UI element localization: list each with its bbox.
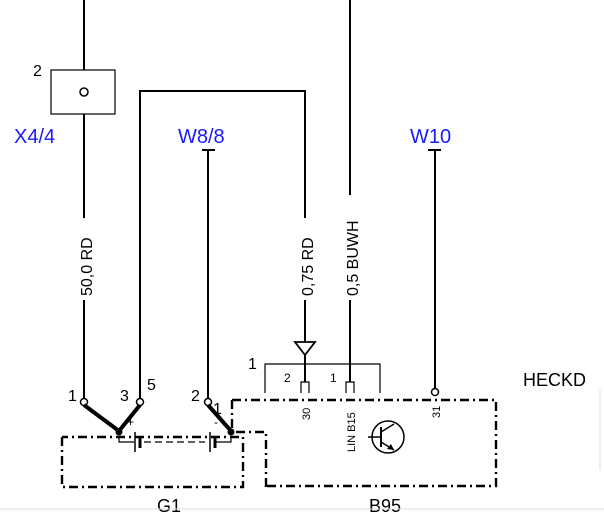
- g1-pin5-label: 5: [147, 377, 156, 394]
- connector-w8-label: W8/8: [178, 126, 225, 148]
- b95-term-30: 30: [301, 408, 313, 420]
- g1-pin5-terminal: [135, 397, 145, 407]
- connector-x4-label: X4/4: [14, 126, 55, 148]
- g1-pin1b-label: 1: [213, 401, 222, 418]
- b95-outline: [232, 398, 498, 488]
- g1-pin3-label: 3: [120, 388, 129, 405]
- heckd-label: HECKD: [523, 370, 586, 390]
- wire-075rd-label: 0,75 RD: [300, 237, 317, 296]
- g1-switch-arm-2: [206, 403, 233, 433]
- wire-50rd-label: 50,0 RD: [79, 237, 96, 296]
- b95-name: B95: [369, 496, 401, 513]
- g1-switch-pivot-2: [227, 428, 235, 436]
- g1-switch-arm-right: [117, 403, 142, 433]
- b95-term-lin: LIN B15: [346, 412, 358, 452]
- b95-socket-b-icon: [345, 381, 355, 393]
- b95-pin-a-label: 2: [284, 371, 291, 385]
- g1-pin2-label: 2: [191, 388, 200, 405]
- b95-pin31-terminal: [430, 387, 440, 397]
- connector-x4-terminal: [79, 87, 89, 97]
- ground-arrow-icon: [293, 341, 317, 357]
- g1-switch-pivot: [115, 428, 123, 436]
- g1-pin1-label: 1: [68, 388, 77, 405]
- b95-term-31: 31: [431, 406, 443, 418]
- b95-pin1-label: 1: [248, 356, 257, 373]
- transistor-icon: [368, 420, 405, 454]
- battery-minus-sign: -: [214, 415, 218, 429]
- wire-loop-075rd: [139, 90, 306, 398]
- g1-pin2-terminal: [203, 397, 213, 407]
- g1-outline: [60, 435, 245, 489]
- battery-plus-sign: +: [127, 415, 134, 429]
- b95-connector-bracket: [264, 363, 381, 393]
- connector-x4-pin: 2: [33, 63, 42, 80]
- g1-outline-ext: [236, 430, 268, 487]
- b95-socket-a-icon: [300, 381, 310, 393]
- b95-pin-b-label: 1: [330, 371, 337, 385]
- g1-name: G1: [157, 496, 181, 513]
- wire-buwh-label: 0,5 BUWH: [345, 220, 362, 296]
- connector-w10-label: W10: [410, 126, 451, 148]
- g1-switch-arm-left: [82, 403, 121, 433]
